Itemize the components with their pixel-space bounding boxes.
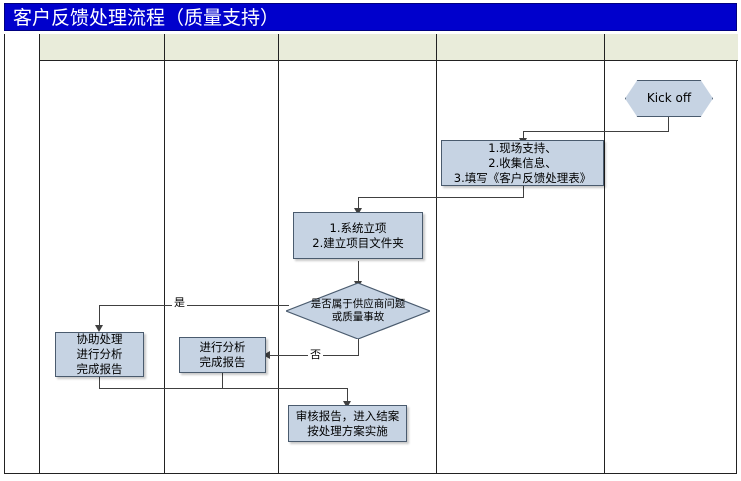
connector-step2-to-decision bbox=[358, 261, 359, 283]
node-assist-line1: 协助处理 bbox=[76, 332, 123, 346]
node-assist-line2: 进行分析 bbox=[76, 347, 123, 361]
connector-no-down bbox=[358, 338, 359, 356]
connector-yes-down bbox=[99, 305, 100, 327]
lane-header-1 bbox=[40, 34, 165, 61]
connector-step1-down bbox=[523, 186, 524, 198]
diamond-shape-icon bbox=[286, 283, 430, 339]
edge-label-yes: 是 bbox=[172, 296, 187, 309]
node-decision-label-wrap: 是否属于供应商问题 或质量事故 bbox=[286, 283, 430, 339]
connector-kickoff-left bbox=[523, 131, 669, 132]
node-decision-line1: 是否属于供应商问题 bbox=[310, 298, 406, 310]
connector-assist-down bbox=[99, 377, 100, 389]
node-kickoff-label: Kick off bbox=[646, 91, 692, 105]
node-step1-line2: 2.收集信息、 bbox=[488, 155, 557, 170]
node-step2-line2: 2.建立项目文件夹 bbox=[312, 235, 404, 250]
connector-analyze-down bbox=[222, 372, 223, 389]
node-step2[interactable]: 1.系统立项 2.建立项目文件夹 bbox=[293, 212, 423, 259]
connector-kickoff-to-step1 bbox=[523, 131, 524, 140]
lane-header-5 bbox=[605, 34, 738, 61]
node-kickoff[interactable]: Kick off bbox=[625, 80, 713, 117]
connector-step1-to-step2 bbox=[358, 197, 359, 210]
arrowhead-to-assist bbox=[95, 325, 103, 332]
node-decision[interactable]: 是否属于供应商问题 或质量事故 bbox=[286, 283, 430, 339]
page-title: 客户反馈处理流程（质量支持） bbox=[13, 7, 280, 29]
arrowhead-to-analyze bbox=[263, 351, 270, 359]
node-analyze-line2: 完成报告 bbox=[199, 355, 246, 369]
node-review[interactable]: 审核报告，进入结案 按处理方案实施 bbox=[288, 405, 407, 442]
node-step1[interactable]: 1.现场支持、 2.收集信息、 3.填写《客户反馈处理表》 bbox=[441, 140, 604, 186]
connector-to-review bbox=[347, 388, 348, 403]
node-analyze-line1: 进行分析 bbox=[199, 340, 246, 354]
connector-assist-right bbox=[99, 388, 348, 389]
lane-header-3 bbox=[279, 34, 437, 61]
node-assist-line3: 完成报告 bbox=[76, 362, 123, 376]
node-analyze[interactable]: 进行分析 完成报告 bbox=[179, 337, 266, 373]
lane-column-2 bbox=[165, 34, 279, 473]
node-review-line2: 按处理方案实施 bbox=[307, 423, 388, 438]
node-review-line1: 审核报告，进入结案 bbox=[295, 408, 400, 423]
arrowhead-to-review bbox=[343, 401, 351, 408]
connector-kickoff-down bbox=[668, 116, 669, 132]
lane-header-4 bbox=[437, 34, 605, 61]
node-step2-line1: 1.系统立项 bbox=[329, 220, 387, 235]
connector-step1-left bbox=[358, 197, 524, 198]
arrowhead-to-step2 bbox=[354, 208, 362, 215]
node-step1-line1: 1.现场支持、 bbox=[488, 140, 557, 155]
connector-yes-left bbox=[99, 305, 289, 306]
lane-column-4 bbox=[437, 34, 605, 473]
swimlane-table bbox=[4, 34, 738, 474]
node-step1-line3: 3.填写《客户反馈处理表》 bbox=[453, 170, 592, 185]
edge-label-no: 否 bbox=[308, 348, 323, 361]
document-title-bar: 客户反馈处理流程（质量支持） bbox=[4, 3, 737, 31]
lane-column-3 bbox=[279, 34, 437, 473]
node-decision-line2: 或质量事故 bbox=[331, 311, 385, 323]
lane-column-0 bbox=[5, 34, 40, 473]
lane-column-1 bbox=[40, 34, 165, 473]
node-assist[interactable]: 协助处理 进行分析 完成报告 bbox=[55, 332, 144, 377]
